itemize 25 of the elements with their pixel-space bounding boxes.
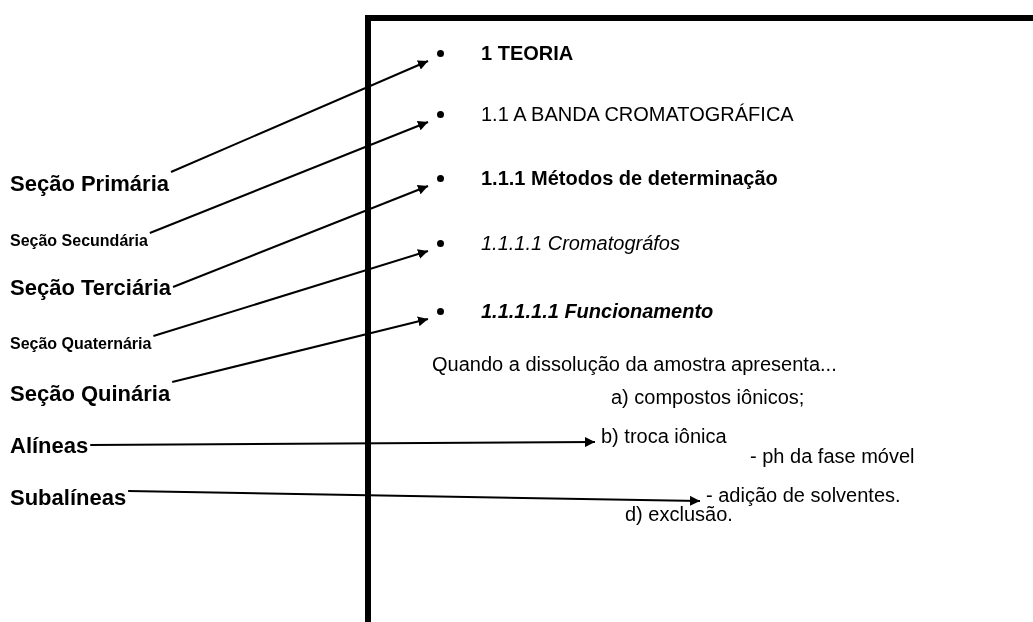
list-item: - ph da fase móvel xyxy=(750,445,915,468)
section-label: Seção Secundária xyxy=(10,229,148,253)
heading-text: 1.1 A BANDA CROMATOGRÁFICA xyxy=(481,102,794,127)
list-item: a) compostos iônicos; xyxy=(611,386,805,409)
arrow xyxy=(127,490,701,506)
section-label: Alíneas xyxy=(10,430,89,462)
list-item: b) troca iônica xyxy=(601,421,727,451)
section-label: Seção Quaternária xyxy=(10,332,152,356)
arrow xyxy=(172,185,429,288)
section-label: Seção Primária xyxy=(10,168,169,200)
arrow xyxy=(171,316,429,383)
heading-text: 1.1.1.1.1 Funcionamento xyxy=(481,299,714,324)
list-item: d) exclusão. xyxy=(625,503,733,526)
section-label: Seção Quinária xyxy=(10,378,171,410)
page-frame xyxy=(365,15,1033,622)
heading-text: 1.1.1 Métodos de determinação xyxy=(481,166,778,191)
heading-text: 1 TEORIA xyxy=(481,41,574,66)
section-label: Subalíneas xyxy=(10,482,127,514)
heading-text: 1.1.1.1 Cromatográfos xyxy=(481,231,680,256)
arrow xyxy=(89,437,596,448)
arrow xyxy=(152,249,429,337)
body-text: Quando a dissolução da amostra apresenta... xyxy=(432,353,837,376)
section-label: Seção Terciária xyxy=(10,272,172,304)
arrow xyxy=(170,60,429,173)
arrow xyxy=(148,121,429,234)
